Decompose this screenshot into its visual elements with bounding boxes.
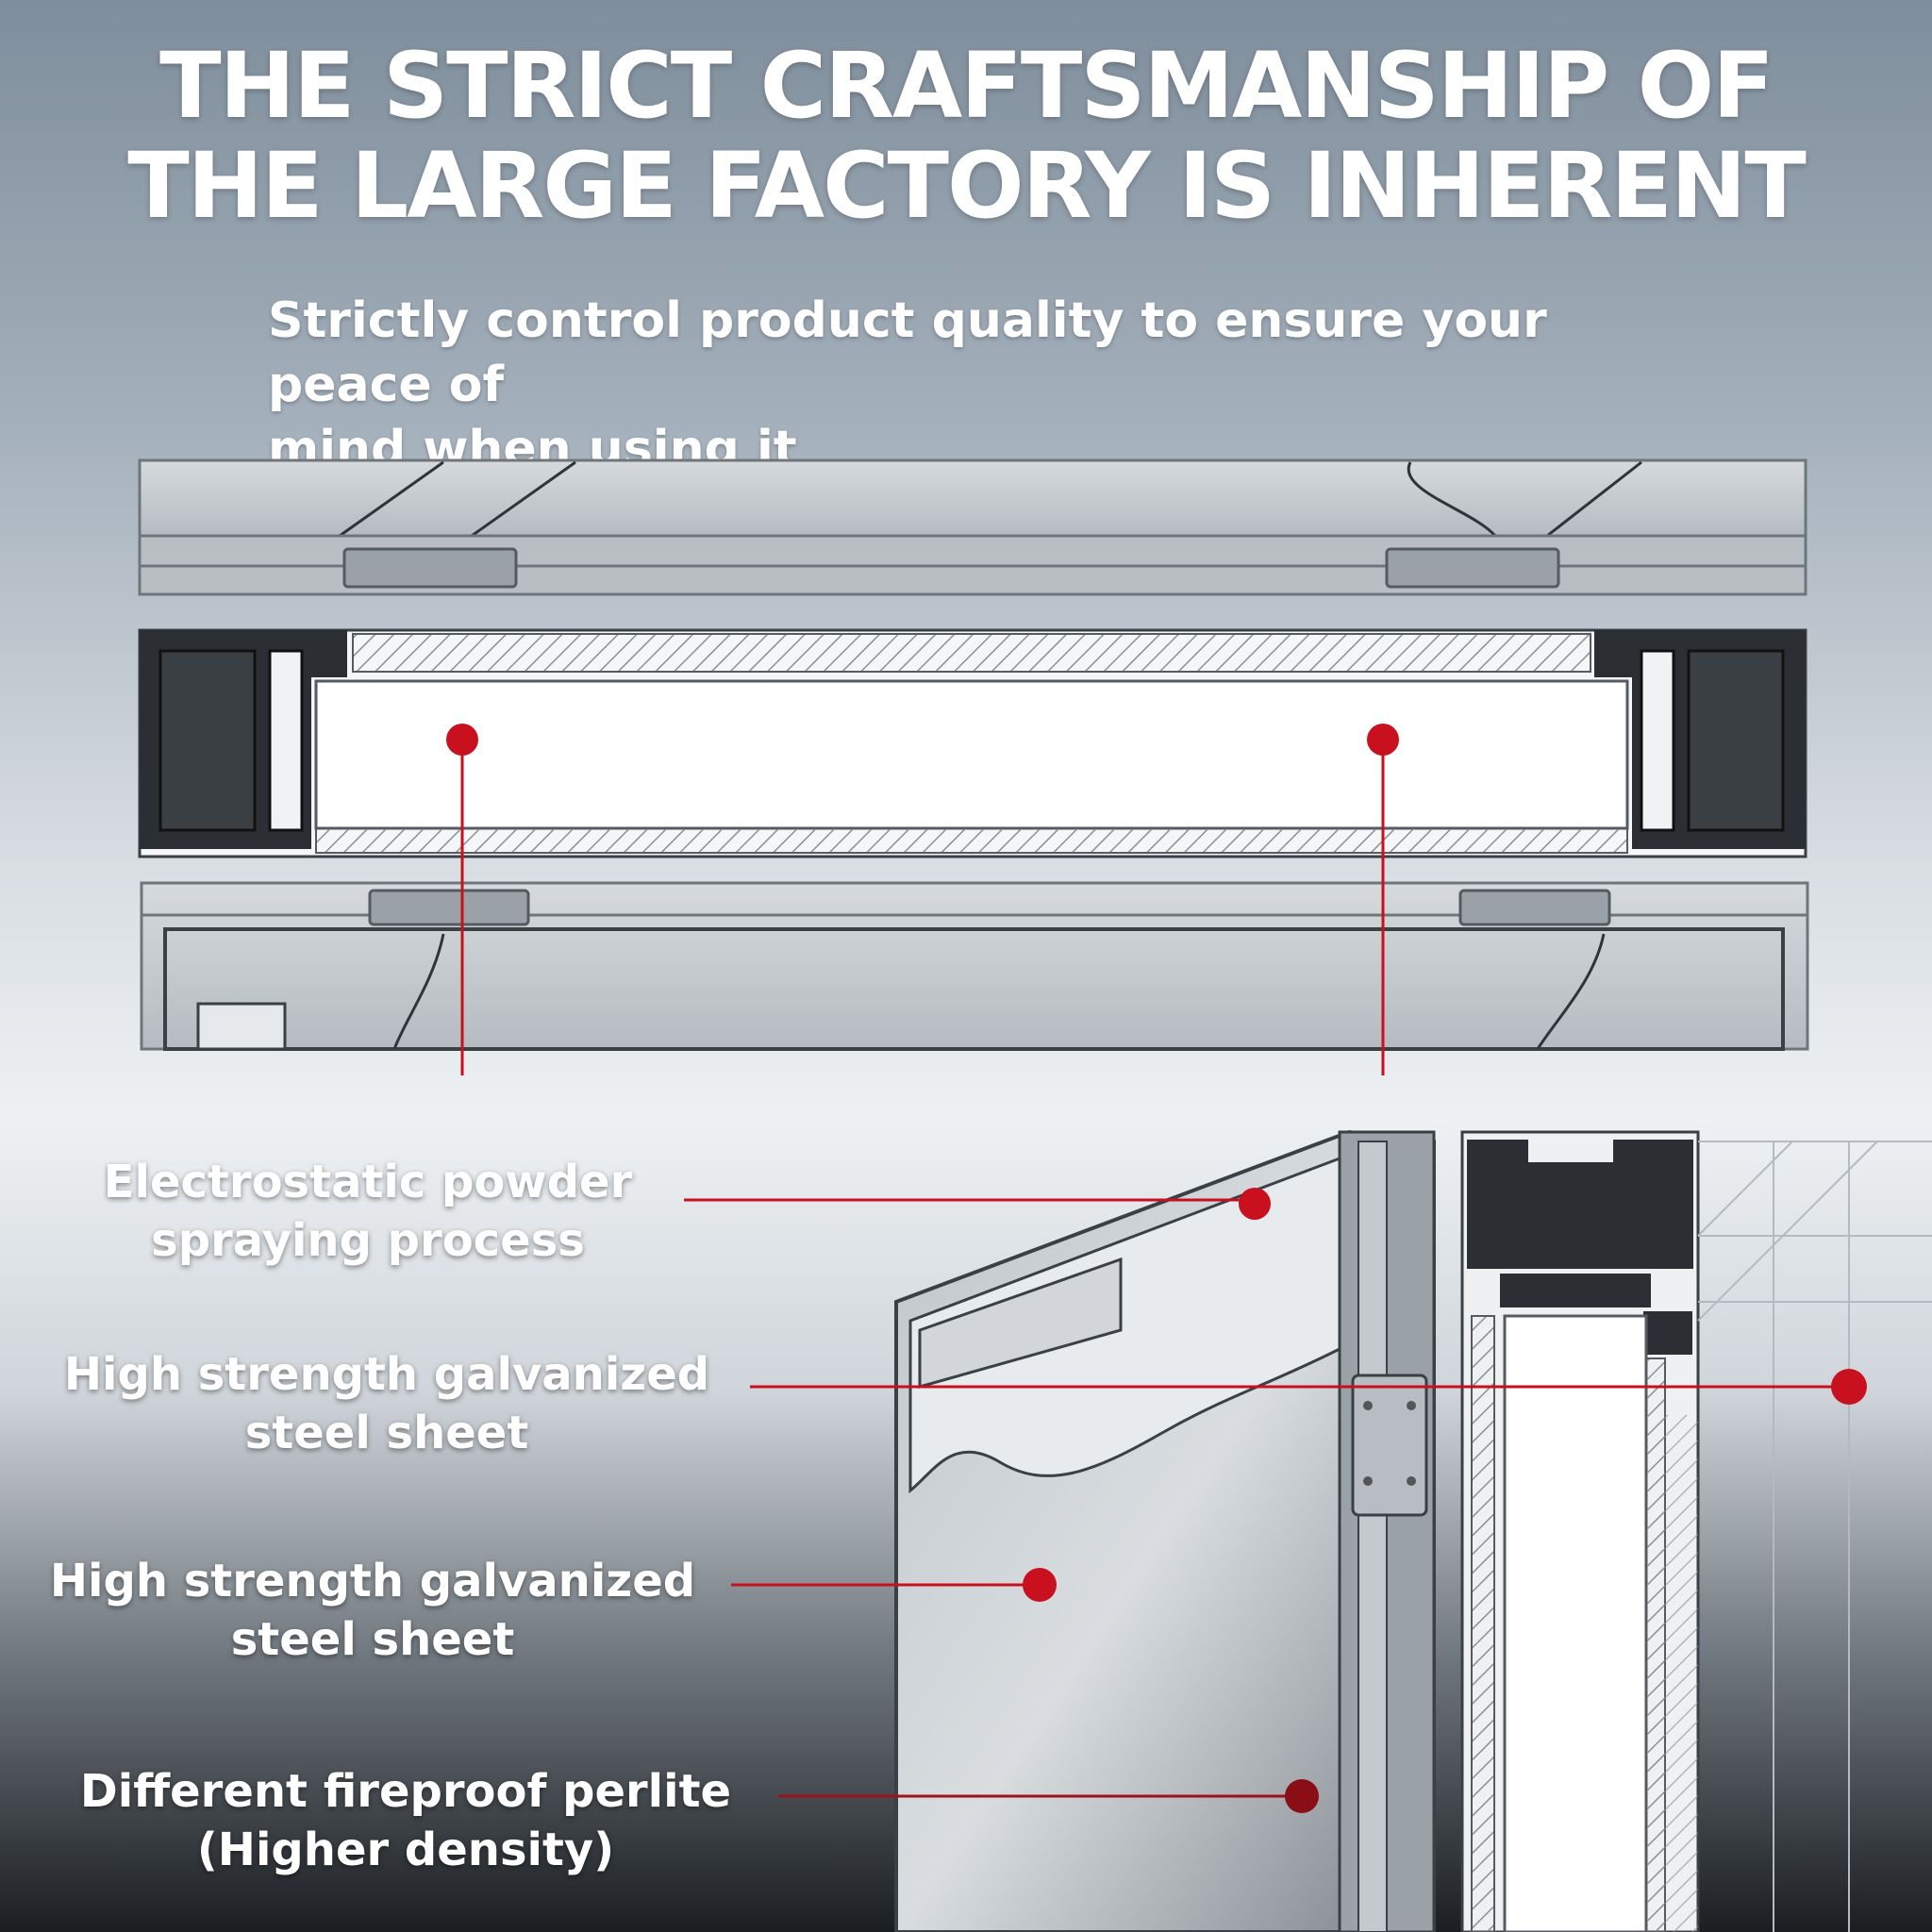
label-galvanized-steel-2: High strength galvanized steel sheet (42, 1552, 703, 1669)
marker-dot-1 (1239, 1188, 1271, 1220)
horizontal-cross-section (138, 628, 1807, 858)
headline-line-2: THE LARGE FACTORY IS INHERENT (127, 133, 1807, 239)
top-panel-illustration (138, 458, 1807, 596)
headline: THE STRICT CRAFTSMANSHIP OF THE LARGE FA… (0, 36, 1932, 236)
label-powder-spraying-line-1: Electrostatic powder (103, 1156, 633, 1208)
label-fireproof-perlite: Different fireproof perlite (Higher dens… (66, 1762, 745, 1879)
hinge-plate-bottom-left (368, 889, 530, 926)
label-galvanized-steel-1-line-2: steel sheet (244, 1407, 529, 1459)
label-galvanized-steel-1-line-1: High strength galvanized (63, 1348, 710, 1401)
subheadline-line-1: Strictly control product quality to ensu… (268, 292, 1547, 413)
marker-dot-2 (1831, 1369, 1867, 1405)
label-galvanized-steel-1: High strength galvanized steel sheet (57, 1345, 717, 1462)
marker-dot-top-right (1367, 724, 1399, 756)
marker-dot-3 (1023, 1568, 1057, 1602)
label-powder-spraying-line-2: spraying process (151, 1214, 585, 1267)
vertical-cross-section (1460, 1130, 1932, 1932)
hinge-plate-top-left (342, 547, 518, 589)
label-galvanized-steel-2-line-2: steel sheet (230, 1613, 515, 1666)
headline-line-1: THE STRICT CRAFTSMANSHIP OF (159, 33, 1774, 139)
marker-dot-4 (1285, 1779, 1319, 1813)
door-frame-illustration (894, 1129, 1436, 1932)
label-powder-spraying: Electrostatic powder spraying process (85, 1153, 651, 1270)
label-fireproof-perlite-line-1: Different fireproof perlite (79, 1765, 732, 1818)
label-fireproof-perlite-line-2: (Higher density) (196, 1824, 615, 1876)
marker-dot-top-left (446, 724, 478, 756)
hinge-plate-top-right (1385, 547, 1560, 589)
bottom-panel-illustration (140, 881, 1809, 1051)
door-hinge (1351, 1374, 1428, 1517)
hinge-plate-bottom-right (1458, 889, 1611, 926)
label-galvanized-steel-2-line-1: High strength galvanized (49, 1555, 696, 1607)
